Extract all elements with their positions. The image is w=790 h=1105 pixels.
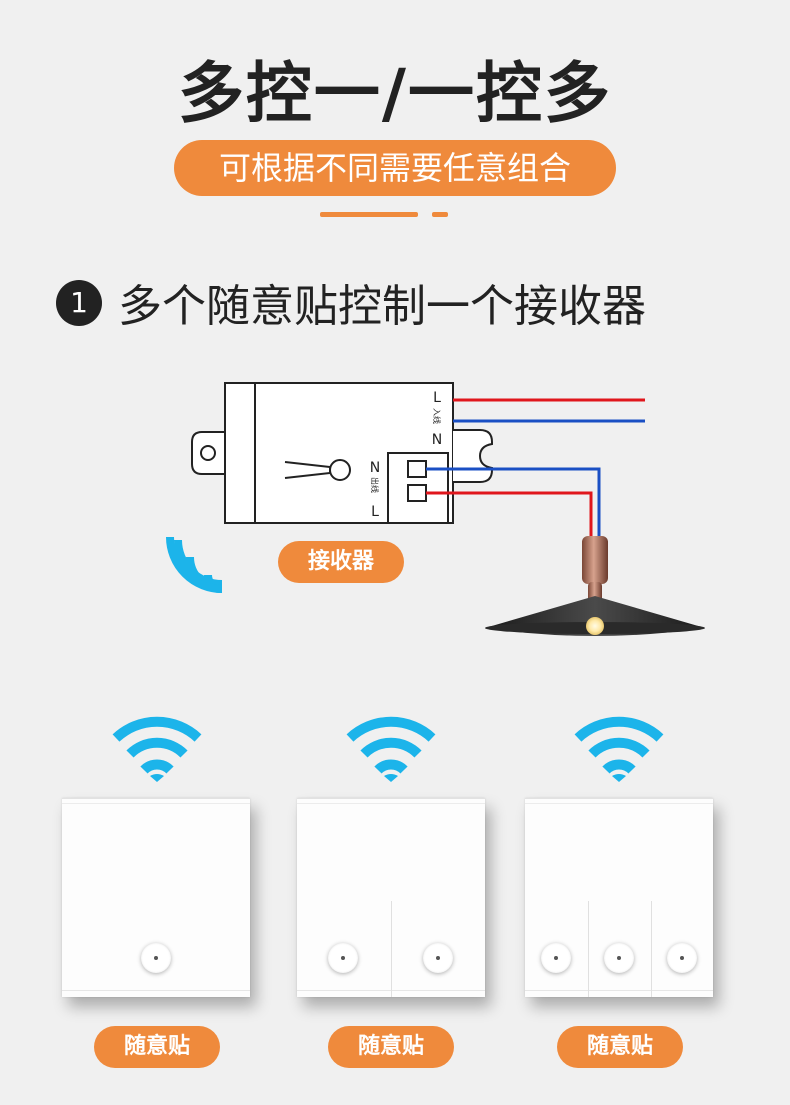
output-wire-live — [426, 491, 593, 538]
switch-label: 随意贴 — [94, 1026, 220, 1068]
switch-gang-divider — [391, 901, 392, 997]
switch-top-edge — [62, 803, 250, 804]
terminal-out-N: N — [370, 460, 380, 476]
terminal-slot-n — [407, 460, 427, 478]
switch-button[interactable] — [667, 943, 697, 973]
terminal-slot-l — [407, 484, 427, 502]
switch-label: 随意贴 — [557, 1026, 683, 1068]
terminal-in-L: L — [433, 390, 441, 406]
wifi-icon — [574, 716, 664, 782]
switch-gang-divider — [651, 901, 652, 997]
switch-button[interactable] — [328, 943, 358, 973]
switch-double-gang[interactable] — [297, 798, 485, 997]
step-number-badge: 1 — [56, 280, 102, 326]
switch-button[interactable] — [141, 943, 171, 973]
switch-triple-gang[interactable] — [525, 798, 713, 997]
switch-top-edge — [297, 803, 485, 804]
terminal-out-text: 出线 — [370, 477, 380, 493]
page-title: 多控一/一控多 — [177, 55, 613, 132]
receiver-wiring-diagram: L 入线 N N 出线 L — [174, 382, 705, 636]
divider-dash-short — [432, 212, 448, 217]
terminal-out-L: L — [371, 504, 379, 520]
output-wire-neutral — [426, 467, 601, 538]
switch-bottom-edge — [62, 990, 250, 991]
switch-top-edge — [525, 803, 713, 804]
wifi-icon — [346, 716, 436, 782]
switch-button[interactable] — [541, 943, 571, 973]
switch-button[interactable] — [423, 943, 453, 973]
lamp-holder-upper — [582, 536, 608, 584]
switch-bottom-edge — [525, 990, 713, 991]
receiver-wave-icon — [166, 536, 223, 593]
subtitle-badge: 可根据不同需要任意组合 — [174, 140, 616, 196]
receiver-label: 接收器 — [278, 541, 404, 583]
mount-hole-left — [200, 445, 216, 461]
terminal-in-N: N — [432, 432, 442, 448]
switch-label: 随意贴 — [328, 1026, 454, 1068]
mount-ear-right — [453, 429, 493, 483]
switch-gang-divider — [588, 901, 589, 997]
step-heading: 多个随意贴控制一个接收器 — [118, 281, 646, 332]
switch-single-gang[interactable] — [62, 798, 250, 997]
wifi-icon — [112, 716, 202, 782]
terminal-in-text: 入线 — [432, 408, 442, 424]
lamp-bulb — [586, 617, 604, 635]
divider-dash-long — [320, 212, 418, 217]
lamp-holder-neck — [588, 582, 602, 602]
switch-button[interactable] — [604, 943, 634, 973]
relay-coil — [329, 459, 351, 481]
